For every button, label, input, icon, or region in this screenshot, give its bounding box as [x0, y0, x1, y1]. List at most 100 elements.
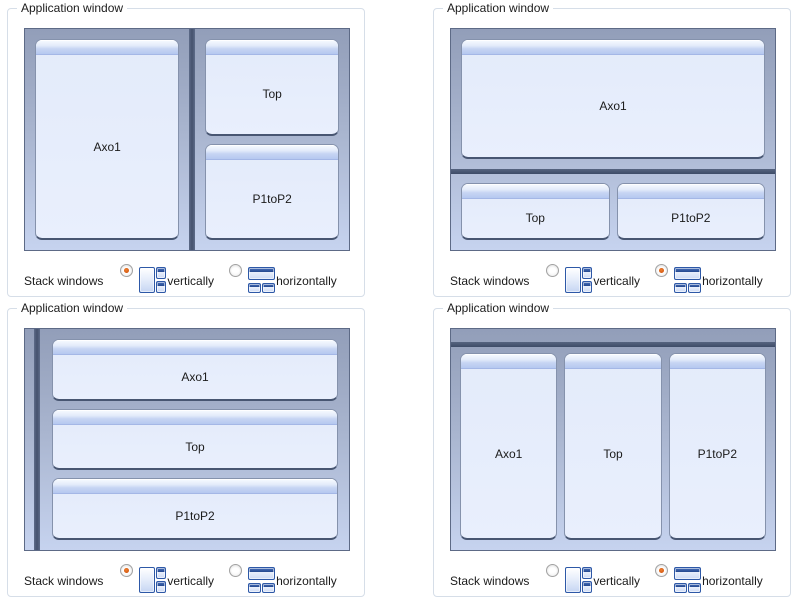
window-titlebar	[53, 340, 337, 355]
option-vertically[interactable]: vertically	[546, 263, 640, 293]
stack-windows-label: Stack windows	[24, 274, 104, 288]
window-body: P1toP2	[618, 199, 765, 238]
option-horizontally[interactable]: horizontally	[655, 263, 763, 293]
window-body: P1toP2	[206, 160, 338, 239]
icon-pane	[248, 583, 262, 593]
option-label: vertically	[593, 574, 641, 588]
right-pane-region: Top P1toP2	[195, 29, 349, 250]
window-titlebar	[206, 40, 338, 55]
stack-windows-label: Stack windows	[450, 274, 530, 288]
stack-vertically-icon	[565, 567, 593, 593]
window-body: Axo1	[36, 55, 178, 238]
groupbox-title: Application window	[17, 301, 128, 315]
window-titlebar	[53, 409, 337, 425]
window-titlebar	[617, 183, 764, 199]
icon-pane	[688, 583, 702, 593]
window-body: Top	[53, 425, 337, 469]
option-vertically[interactable]: vertically	[546, 563, 640, 593]
window-titlebar	[461, 354, 557, 369]
option-label: horizontally	[702, 574, 763, 588]
icon-pane	[582, 281, 593, 293]
window-titlebar	[565, 354, 661, 369]
vertical-splitter	[189, 29, 196, 250]
top-pane-region: Axo1	[451, 29, 775, 169]
stack-controls: Stack windows vertically horizontally	[24, 563, 350, 597]
window-label: P1toP2	[175, 509, 215, 524]
groupbox-title: Application window	[443, 1, 554, 15]
radio-horizontally[interactable]	[229, 564, 243, 577]
window-titlebar	[53, 479, 337, 495]
application-window-preview: Axo1 Top P1toP2	[24, 328, 350, 551]
stack-controls: Stack windows vertically horizontally	[24, 263, 350, 297]
mdi-window-top: Top	[205, 39, 339, 136]
icon-pane	[582, 567, 593, 579]
option-horizontally[interactable]: horizontally	[229, 563, 337, 593]
window-label: Axo1	[599, 98, 627, 113]
window-body: P1toP2	[670, 369, 765, 538]
option-vertically[interactable]: vertically	[120, 263, 214, 293]
window-titlebar	[462, 183, 609, 199]
icon-pane	[139, 567, 156, 593]
mdi-window-axo1: Axo1	[35, 39, 180, 240]
window-label: P1toP2	[671, 211, 711, 226]
vertical-splitter	[34, 329, 40, 550]
radio-horizontally[interactable]	[229, 264, 243, 277]
icon-pane	[248, 267, 276, 280]
option-horizontally[interactable]: horizontally	[655, 563, 763, 593]
radio-vertically[interactable]	[120, 264, 134, 277]
mdi-window-top: Top	[564, 353, 662, 540]
option-label: vertically	[167, 574, 215, 588]
groupbox-title: Application window	[17, 1, 128, 15]
option-label: horizontally	[276, 574, 337, 588]
panel-edge-spacer	[25, 329, 34, 550]
icon-pane	[248, 567, 276, 580]
option-vertically[interactable]: vertically	[120, 563, 214, 593]
radio-horizontally[interactable]	[655, 564, 669, 577]
mdi-window-axo1: Axo1	[461, 39, 765, 159]
stack-vertically-icon	[139, 567, 167, 593]
left-pane-region: Axo1	[25, 29, 189, 250]
bottom-pane-region: Top P1toP2	[451, 174, 775, 250]
application-window-preview: Axo1 Top P1toP2	[450, 28, 776, 251]
option-horizontally[interactable]: horizontally	[229, 263, 337, 293]
icon-pane	[156, 567, 167, 579]
mdi-window-axo1: Axo1	[460, 353, 558, 540]
application-window-preview: Axo1 Top P1toP2	[24, 28, 350, 251]
radio-horizontally[interactable]	[655, 264, 669, 277]
icon-pane	[674, 583, 688, 593]
icon-pane	[582, 581, 593, 593]
radio-vertically[interactable]	[546, 564, 560, 577]
icon-pane	[674, 567, 702, 580]
window-titlebar	[669, 354, 765, 369]
icon-pane	[156, 581, 167, 593]
radio-vertically[interactable]	[546, 264, 560, 277]
window-label: Top	[525, 211, 545, 226]
window-body: P1toP2	[53, 494, 337, 538]
horizontal-splitter	[451, 342, 775, 347]
stack-horizontally-icon	[674, 267, 702, 293]
stack-controls: Stack windows vertically horizontally	[450, 263, 776, 297]
window-label: Axo1	[93, 139, 121, 154]
mdi-window-p1top2: P1toP2	[668, 353, 766, 540]
groupbox-application-window-3: Application window Axo1 Top	[7, 301, 365, 597]
panel-edge-spacer	[451, 329, 775, 342]
stack-horizontally-icon	[248, 567, 276, 593]
groupbox-application-window-4: Application window Axo1 Top	[433, 301, 791, 597]
mdi-window-axo1: Axo1	[52, 339, 338, 401]
icon-pane	[565, 267, 582, 293]
stacked-windows-region: Axo1 Top P1toP2	[40, 329, 349, 550]
radio-vertically[interactable]	[120, 564, 134, 577]
stack-windows-label: Stack windows	[450, 574, 530, 588]
stack-vertically-icon	[139, 267, 167, 293]
mdi-window-top: Top	[52, 408, 338, 471]
window-titlebar	[206, 144, 338, 160]
stack-vertically-icon	[565, 267, 593, 293]
mdi-window-top: Top	[461, 182, 610, 240]
horizontal-splitter	[451, 168, 775, 174]
window-body: Axo1	[461, 369, 556, 538]
stack-controls: Stack windows vertically horizontally	[450, 563, 776, 597]
icon-pane	[156, 281, 167, 293]
window-body: Axo1	[462, 55, 764, 157]
option-label: horizontally	[276, 274, 337, 288]
